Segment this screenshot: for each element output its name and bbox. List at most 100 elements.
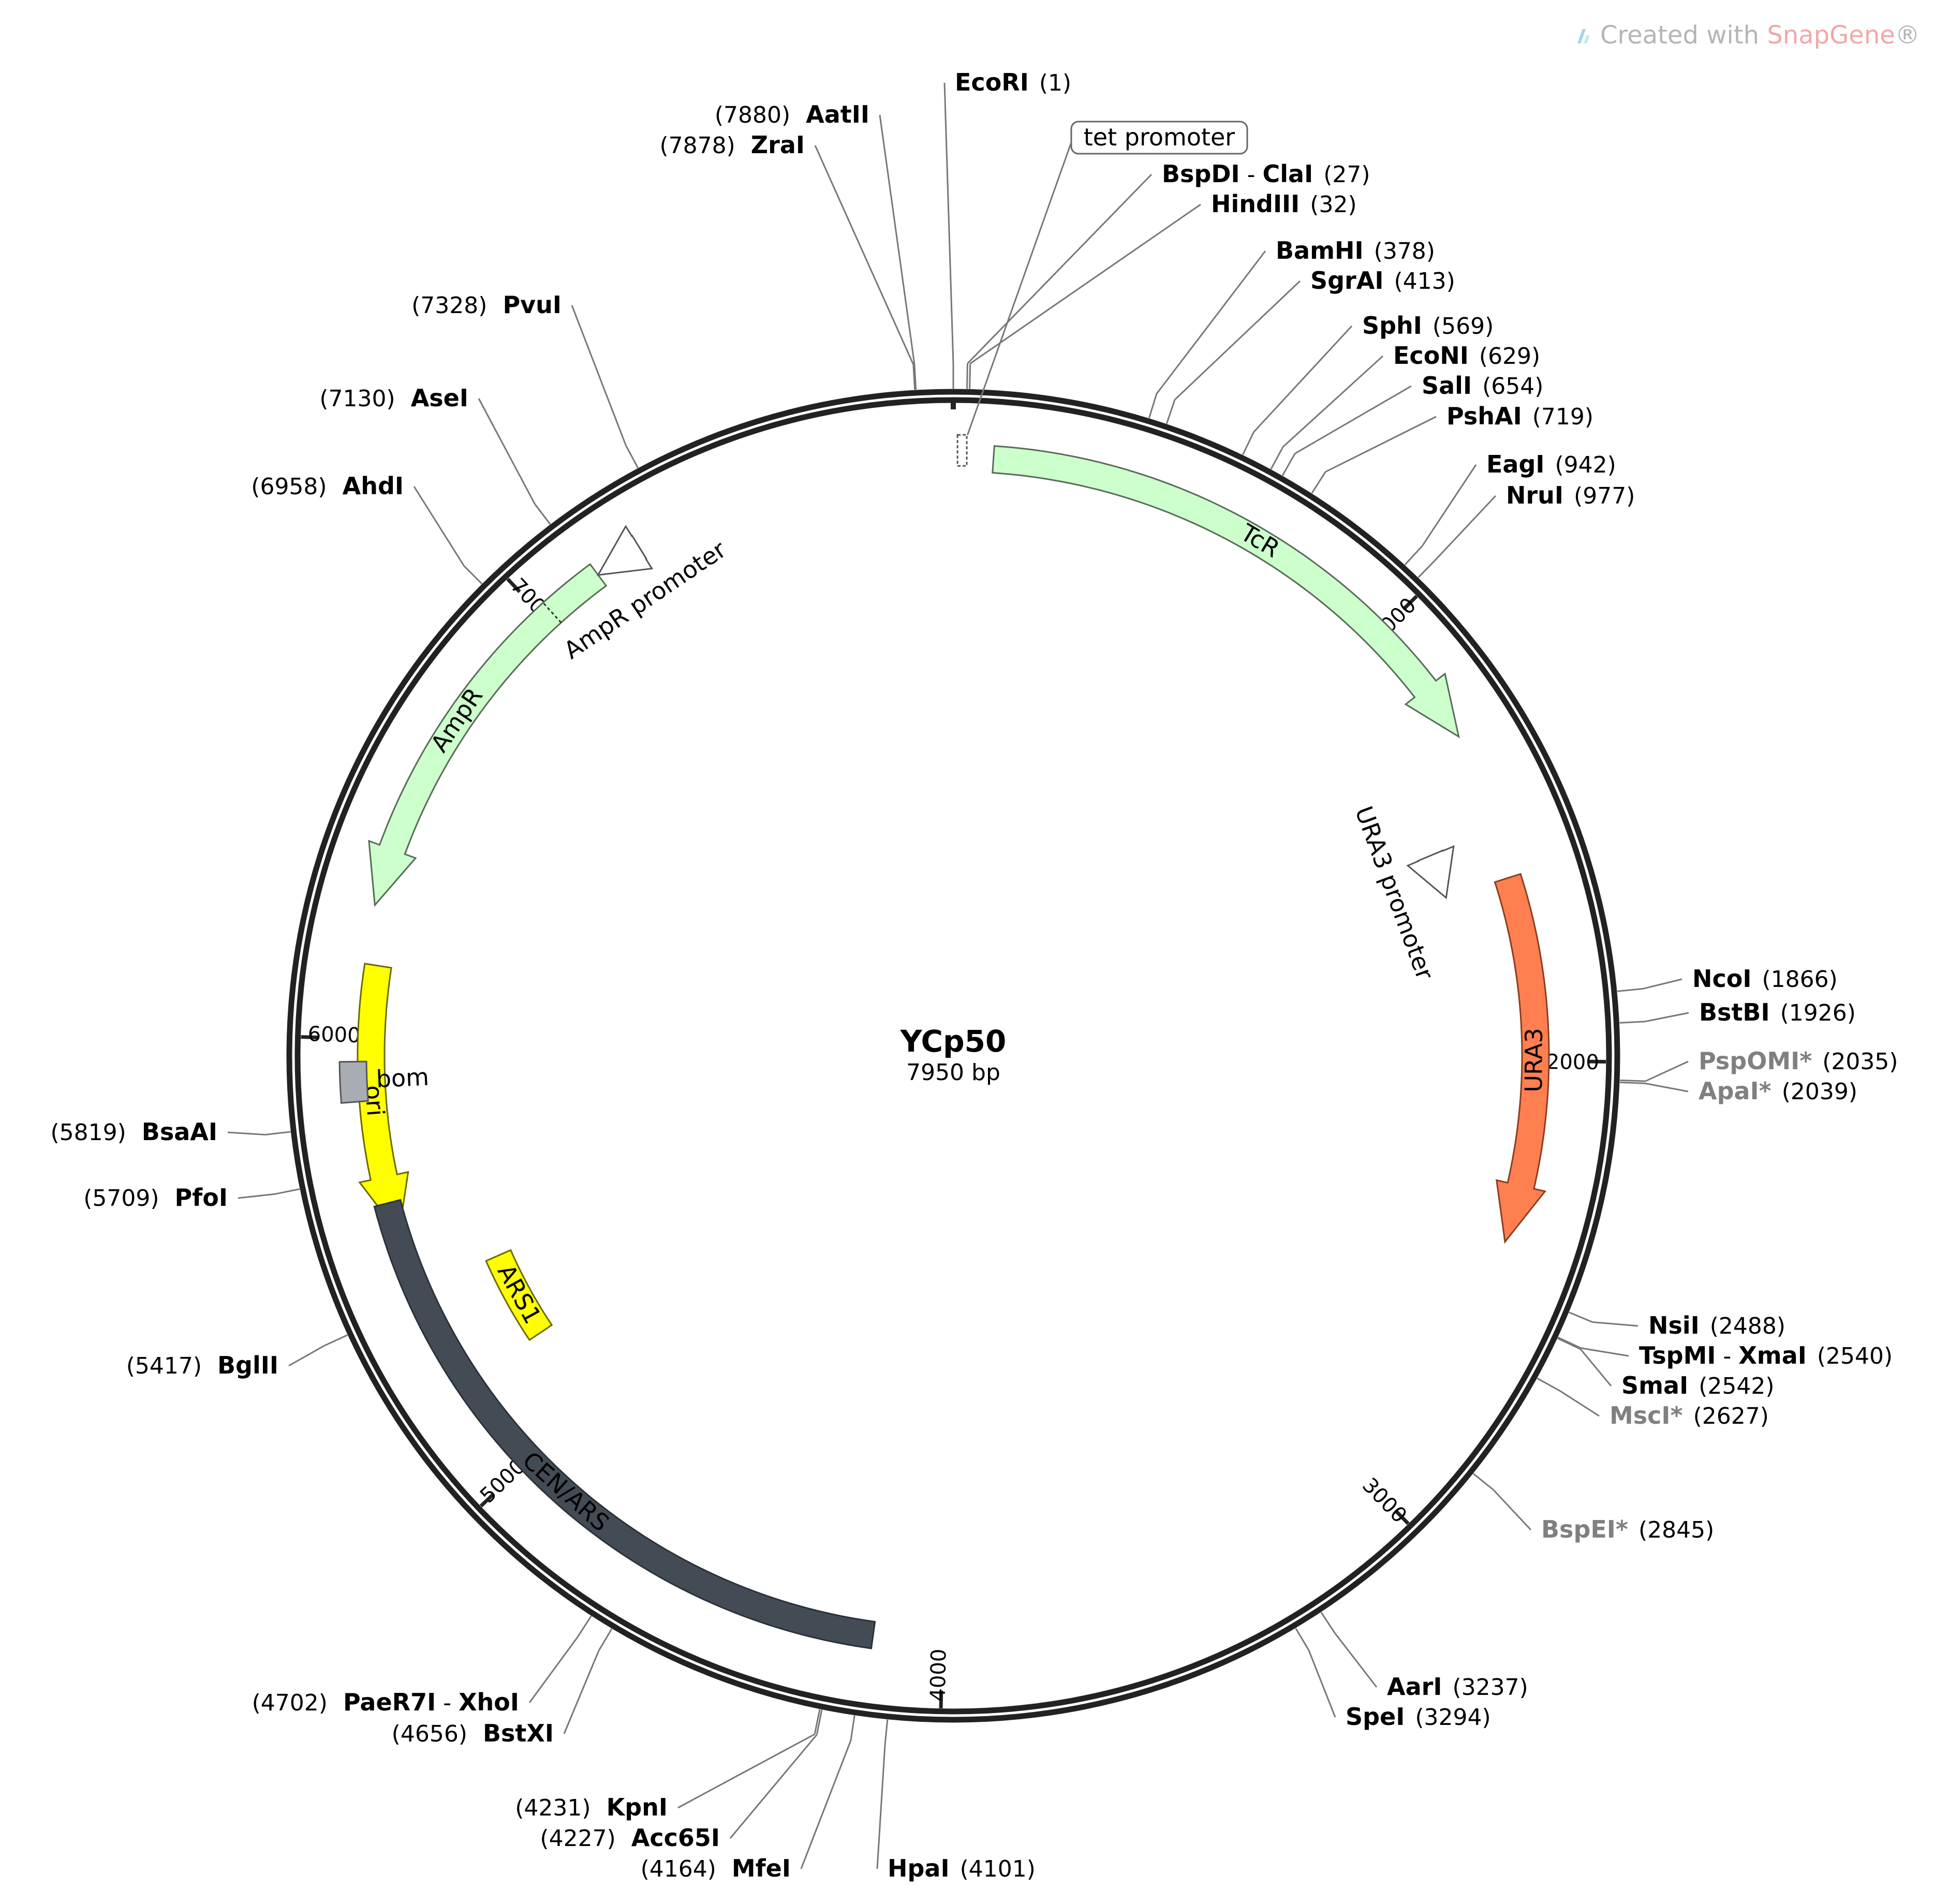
site-position-hpai: (4101)	[960, 1856, 1036, 1882]
site-label-zrai: (7878)ZraI	[659, 131, 805, 159]
site-position-smai: (2542)	[1699, 1373, 1774, 1399]
site-hindiii: HindIII(32)	[969, 190, 1357, 389]
site-leader-mfei	[800, 1740, 852, 1869]
site-name-msci-: MscI*	[1610, 1401, 1683, 1429]
site-label-aari: AarI(3237)	[1387, 1673, 1528, 1701]
site-label-ahdi: (6958)AhdI	[251, 472, 404, 500]
site-tick-ncoi	[1617, 988, 1643, 992]
site-position-tspmi: (2540)	[1817, 1343, 1893, 1369]
site-position-bstbi: (1926)	[1780, 1000, 1856, 1026]
site-name-ecori: EcoRI	[955, 68, 1029, 96]
site-position-msci-: (2627)	[1693, 1403, 1769, 1429]
site-label-pvui: (7328)PvuI	[411, 291, 562, 319]
site-label-ecori: EcoRI (1)	[955, 68, 1071, 96]
feature-label-ura3: URA3	[1519, 1028, 1548, 1093]
site-name-pshai: PshAI	[1446, 402, 1522, 430]
site-leader-ncoi	[1642, 978, 1682, 990]
site-name-bspei-: BspEI*	[1541, 1515, 1628, 1543]
site-tick-hpai	[884, 1719, 889, 1745]
site-label-bstxi: (4656)BstXI	[392, 1719, 554, 1747]
site-name-bglii: BglII	[217, 1351, 278, 1379]
site-name-nsii: NsiI	[1648, 1311, 1700, 1339]
site-tick-sgrai	[1165, 399, 1176, 424]
site-aari: AarI(3237)	[1320, 1612, 1528, 1701]
feature-label-cen-ars: CEN/ARS	[517, 1446, 614, 1537]
site-tspmi: TspMI - XmaI(2540)	[1557, 1336, 1893, 1369]
site-label-asei: (7130)AseI	[319, 384, 468, 412]
site-nsii: NsiI (2488)	[1569, 1311, 1785, 1339]
site-name-asei: AseI	[411, 384, 468, 412]
site-label-sphi: SphI (569)	[1362, 312, 1494, 340]
site-position-pfoi: (5709)	[83, 1185, 159, 1212]
site-label-bspdi: BspDI - ClaI(27)	[1162, 160, 1370, 188]
site-leader-bstxi	[563, 1650, 600, 1734]
site-leader-sgrai	[1174, 280, 1301, 401]
site-label-spei: SpeI(3294)	[1346, 1703, 1491, 1731]
site-leader-bspei-	[1492, 1489, 1532, 1531]
site-tick-sphi	[1242, 431, 1255, 455]
site-label-bamhi: BamHI (378)	[1276, 237, 1435, 264]
site-smai: SmaI (2542)	[1557, 1337, 1775, 1399]
site-position-econi: (629)	[1479, 343, 1540, 370]
feature-ampr	[368, 563, 608, 907]
site-bstbi: BstBI (1926)	[1619, 998, 1856, 1026]
site-leader-bamhi	[1156, 250, 1266, 394]
site-name-apai-: ApaI*	[1699, 1077, 1771, 1105]
site-position-hindiii: (32)	[1310, 191, 1356, 218]
site-label-bsaai: (5819)BsaAI	[50, 1118, 217, 1146]
site-sali: SalI(654)	[1281, 372, 1543, 476]
site-tick-bstxi	[598, 1628, 613, 1651]
site-msci-: MscI* (2627)	[1537, 1377, 1769, 1429]
site-bspdi: BspDI - ClaI(27)	[966, 160, 1370, 389]
site-name-bamhi: BamHI	[1276, 237, 1364, 264]
site-leader-sphi	[1253, 325, 1353, 433]
site-label-bglii: (5417)BglII	[126, 1351, 278, 1379]
site-name-bspdi: BspDI	[1162, 160, 1240, 188]
site-tick-aari	[1320, 1612, 1336, 1634]
site-position-zrai: (7878)	[659, 132, 735, 159]
watermark-registered: ®	[1895, 21, 1920, 50]
plasmid-name: YCp50	[900, 1024, 1007, 1059]
site-label-sgrai: SgrAI(413)	[1310, 267, 1455, 294]
map-center: YCp50 7950 bp	[900, 1024, 1007, 1086]
site-label-apai-: ApaI*(2039)	[1699, 1077, 1857, 1105]
site-mfei: (4164)MfeI	[641, 1715, 855, 1882]
tick-1000	[1402, 595, 1418, 610]
site-label-nsii: NsiI (2488)	[1648, 1311, 1785, 1339]
site-tick-kpni	[814, 1709, 821, 1735]
site-name-spei: SpeI	[1346, 1703, 1405, 1731]
site-econi: EcoNI(629)	[1270, 342, 1540, 470]
site-pfoi: (5709)PfoI	[83, 1184, 300, 1212]
site-name-sphi: SphI	[1362, 312, 1422, 340]
site-label-hindiii: HindIII(32)	[1211, 190, 1357, 218]
site-tick-spei	[1295, 1628, 1310, 1651]
site-leader-bsaai	[227, 1131, 265, 1135]
site-label-mfei: (4164)MfeI	[641, 1854, 791, 1882]
site-position-sphi: (569)	[1433, 313, 1494, 340]
tick-5000	[479, 1493, 495, 1508]
site-position-aatii: (7880)	[715, 102, 790, 128]
site-position-bamhi: (378)	[1374, 238, 1435, 264]
site-label-pfoi: (5709)PfoI	[83, 1184, 228, 1212]
site-name-acc65i: Acc65I	[631, 1824, 720, 1852]
site-position-ecori: (1)	[1039, 70, 1071, 96]
tick-7000	[506, 578, 521, 593]
site-tick-bstbi	[1619, 1021, 1645, 1024]
site-leader-pshai	[1325, 416, 1437, 473]
site-name-smai: SmaI	[1621, 1371, 1688, 1399]
site-leader-bglii	[288, 1345, 325, 1367]
site-leader-tspmi	[1581, 1347, 1629, 1357]
site-leader-aatii	[879, 114, 916, 365]
site-tick-nrui	[1418, 558, 1437, 578]
site-label-kpni: (4231)KpnI	[515, 1793, 668, 1821]
site-name-hpai: HpaI	[888, 1854, 950, 1882]
site-name-bstbi: BstBI	[1699, 998, 1770, 1026]
site-position-sali: (654)	[1482, 373, 1543, 400]
feature-label-tet-promoter: tet promoter	[1084, 123, 1235, 151]
site-label-bstbi: BstBI (1926)	[1699, 998, 1856, 1026]
site-position-nsii: (2488)	[1710, 1313, 1785, 1339]
site-tick-aatii	[913, 364, 917, 390]
site-label-sali: SalI(654)	[1422, 372, 1543, 400]
site-tick-asei	[534, 504, 551, 525]
site-eagi: EagI(942)	[1404, 450, 1616, 566]
